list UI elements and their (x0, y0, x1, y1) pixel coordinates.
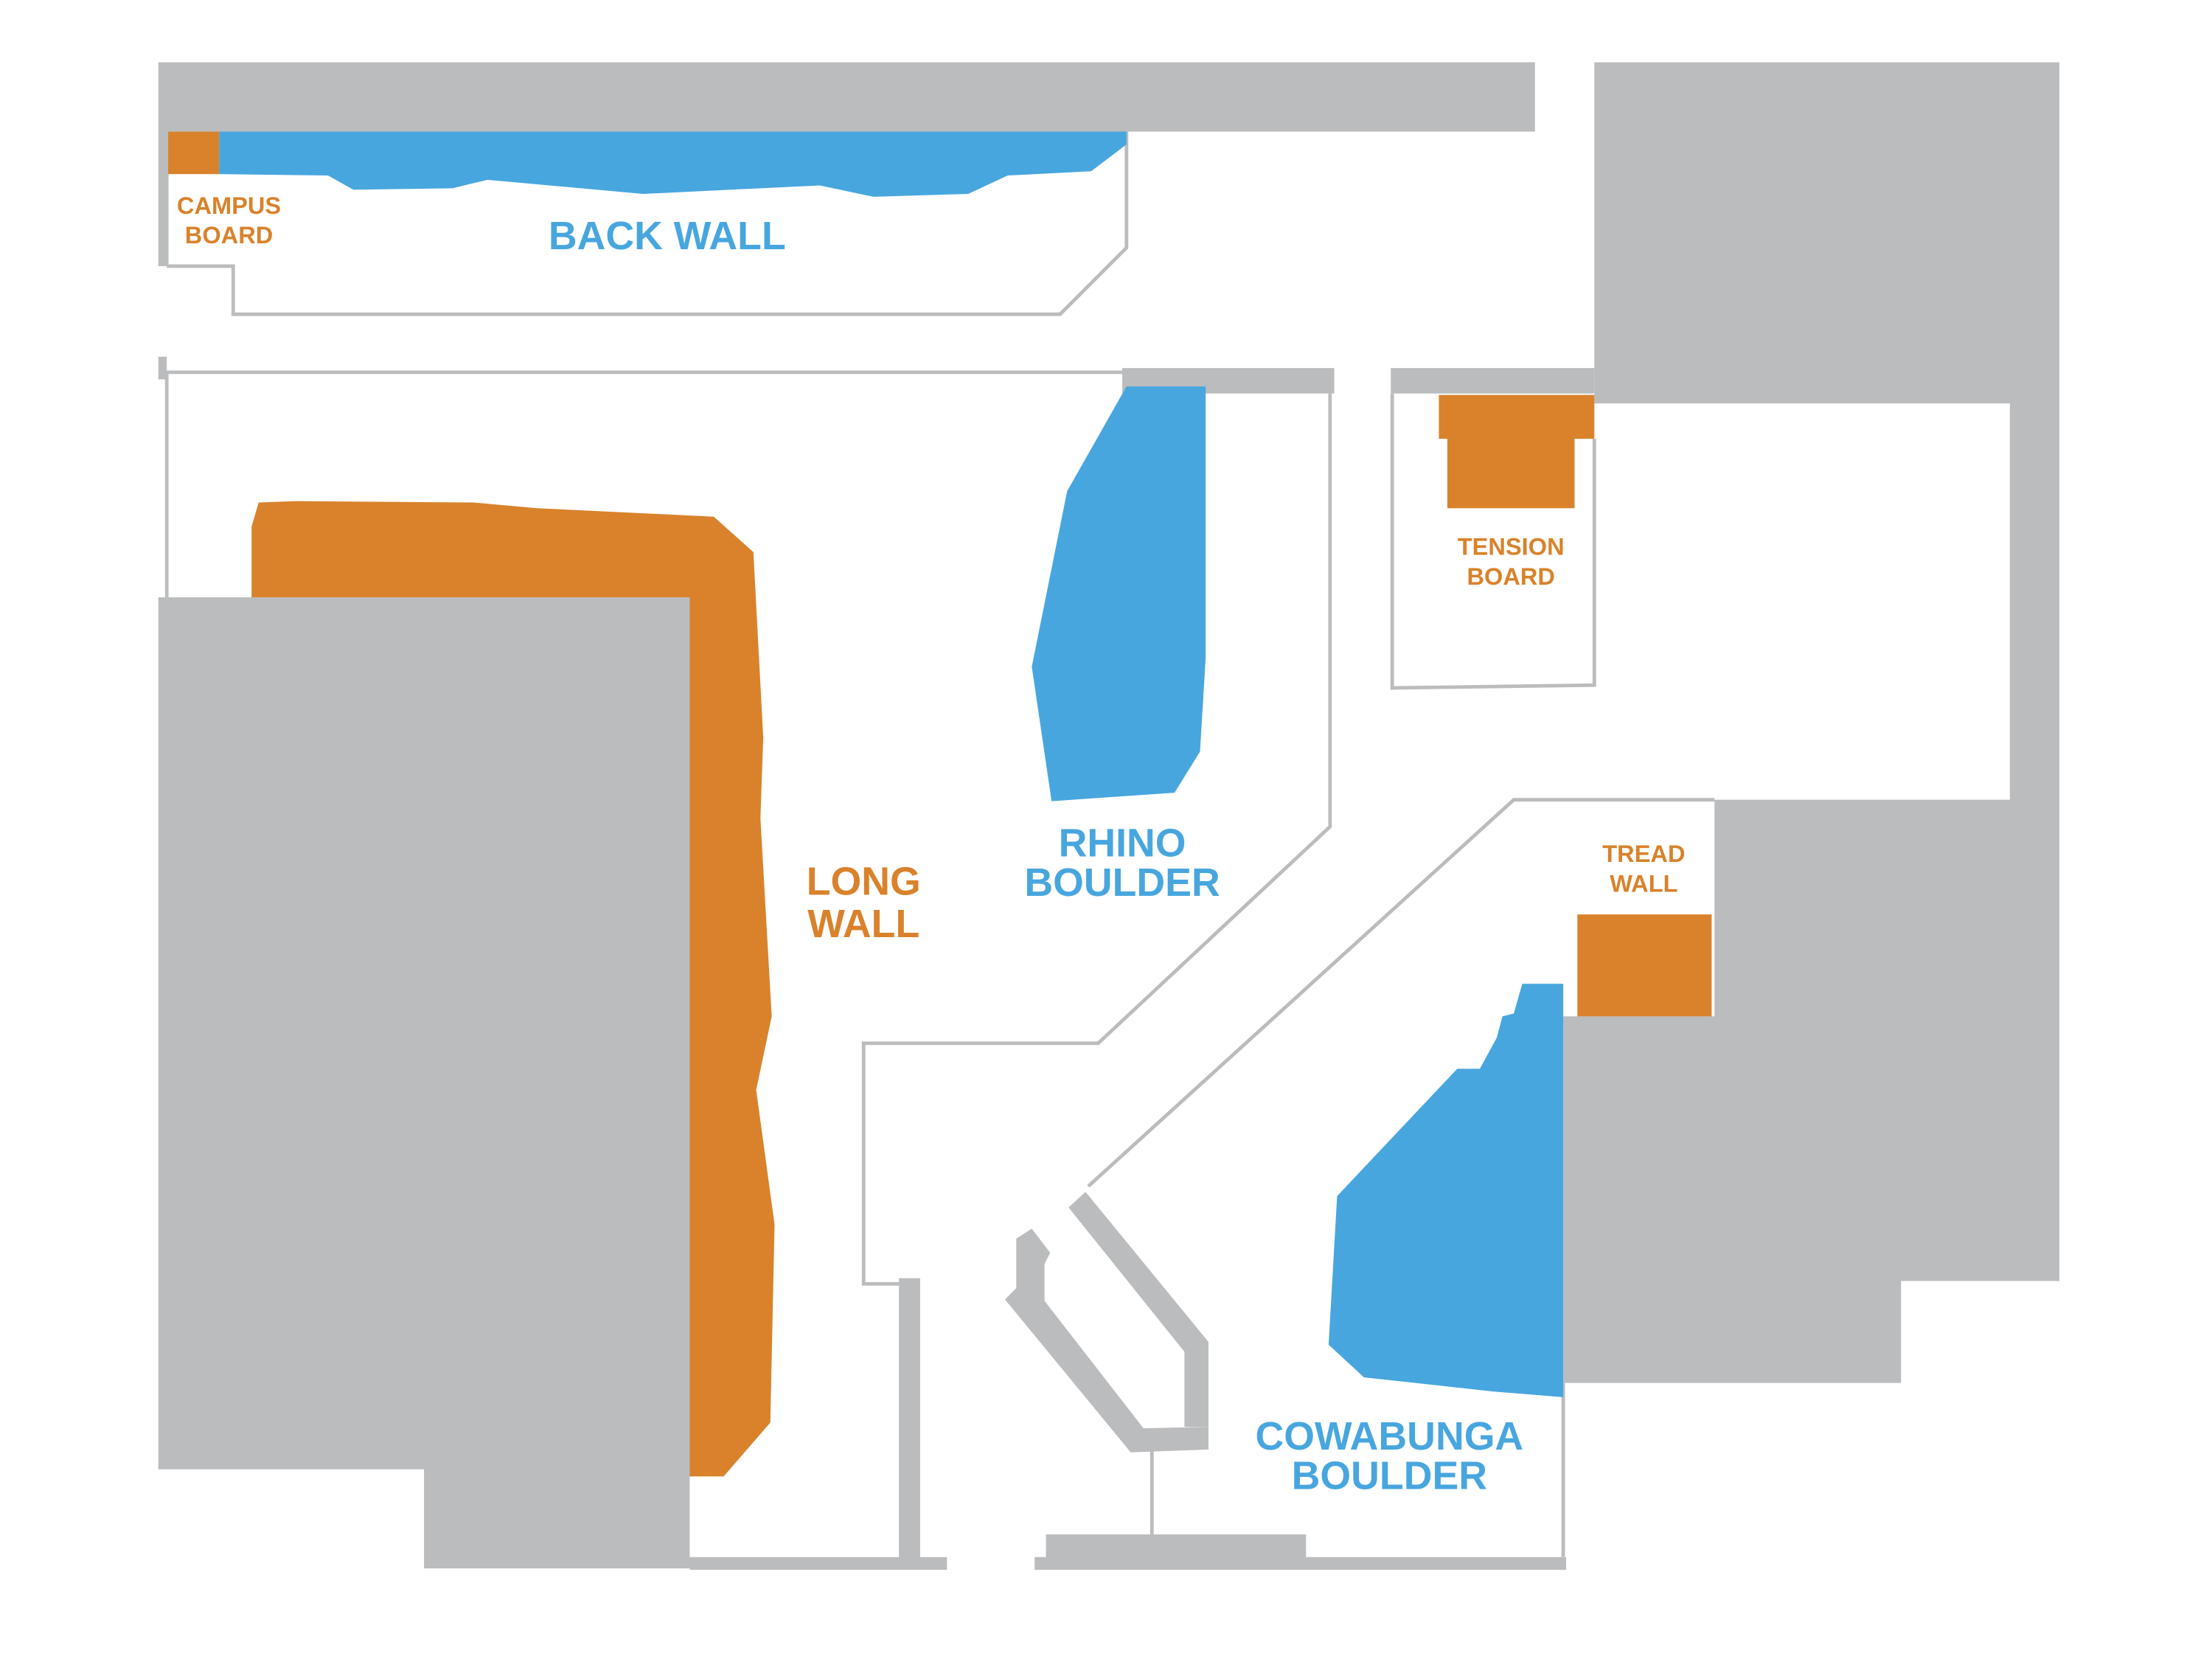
back-wall-shape (219, 131, 1127, 197)
cowabunga-boulder-shape (1328, 984, 1564, 1397)
long-wall-label-2: WALL (807, 902, 919, 946)
tread-wall-label-2: WALL (1610, 869, 1677, 897)
entrance-wall-right (1068, 1192, 1208, 1427)
campus-board-label-1: CAMPUS (177, 192, 281, 219)
long-wall-label-1: LONG (807, 859, 921, 903)
map-labels: CAMPUS BOARD BACK WALL TENSION BOARD LON… (177, 192, 1686, 1498)
orange-walls (168, 131, 1712, 1477)
tread-wall-label-1: TREAD (1602, 840, 1685, 867)
right-building-block (1563, 62, 2059, 1383)
tread-wall-shape (1577, 914, 1712, 1017)
top-wall-band (158, 62, 1535, 132)
tension-board-label-2: BOARD (1467, 563, 1554, 590)
rhino-boulder-label-1: RHINO (1059, 821, 1186, 865)
blue-walls (219, 131, 1564, 1397)
tension-board-label-1: TENSION (1458, 533, 1565, 560)
bottom-left-wall (689, 1557, 947, 1571)
campus-board-shape (168, 131, 220, 175)
tension-room-outline (1390, 393, 1596, 690)
bottom-center-wall (899, 1278, 920, 1569)
building-structure (158, 62, 2059, 1571)
entry-wall-stub (158, 356, 167, 380)
rhino-boulder-shape (1032, 386, 1206, 801)
bottom-right-wall (1034, 1557, 1566, 1571)
left-building-block (158, 597, 690, 1569)
tension-top-wall (1391, 368, 1595, 394)
back-wall-stub (158, 131, 167, 266)
rhino-boulder-label-2: BOULDER (1024, 860, 1220, 905)
cowabunga-boulder-label-1: COWABUNGA (1255, 1414, 1523, 1458)
entrance-wall-left (1004, 1228, 1208, 1453)
back-wall-label: BACK WALL (549, 214, 786, 258)
cowabunga-room-outline (1087, 798, 1715, 1557)
tension-board-shape (1439, 394, 1595, 509)
campus-board-label-2: BOARD (185, 221, 273, 248)
cowabunga-boulder-label-2: BOULDER (1292, 1454, 1487, 1498)
long-wall-shape (251, 501, 775, 1477)
